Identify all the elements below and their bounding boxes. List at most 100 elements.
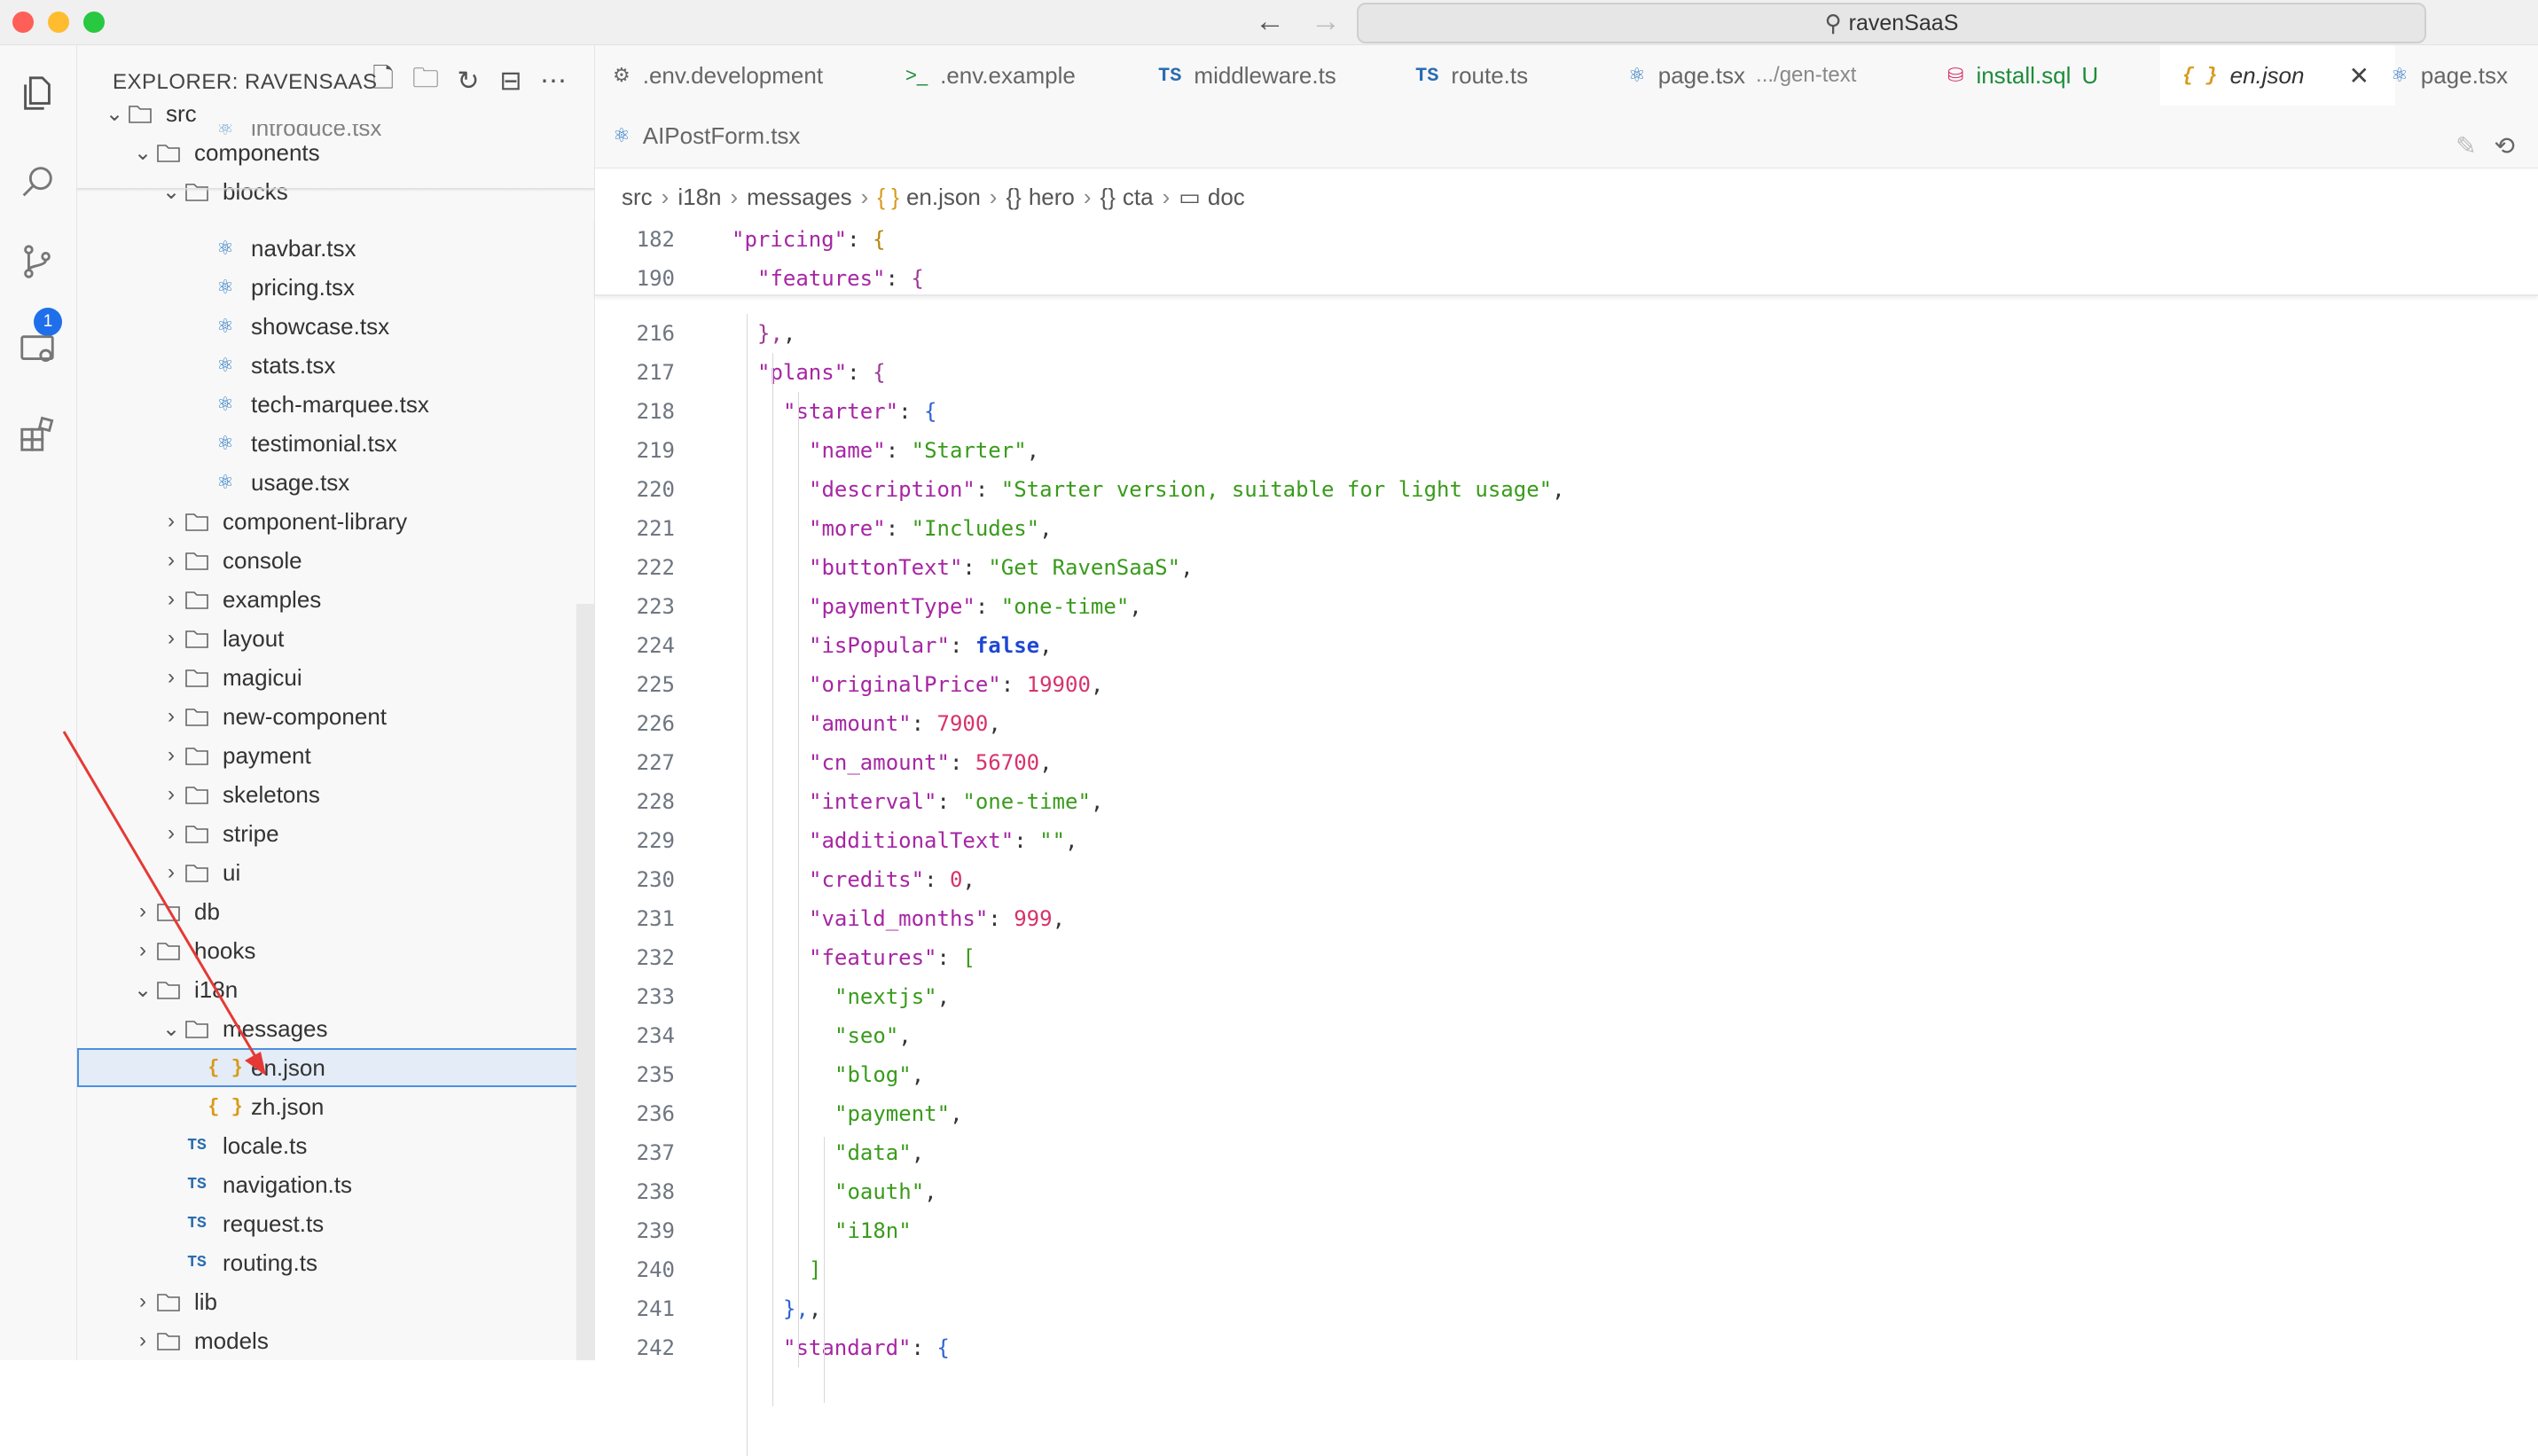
line-number: 218 bbox=[636, 399, 675, 424]
token: pricing bbox=[744, 227, 834, 252]
refresh-icon[interactable]: ↻ bbox=[457, 66, 480, 96]
back-arrow-icon[interactable]: ← bbox=[1255, 4, 1285, 38]
extensions-icon[interactable] bbox=[16, 413, 59, 456]
sidebar-scrollbar[interactable] bbox=[576, 604, 594, 1360]
sticky-scroll[interactable]: 182"pricing": {190"features": { bbox=[595, 218, 2538, 296]
tab-en-json[interactable]: { }en.json✕ bbox=[2160, 45, 2395, 106]
chevron-right-icon: › bbox=[168, 704, 175, 728]
tree-item-label: src bbox=[166, 99, 197, 127]
tree-item-ui[interactable]: ›ui bbox=[77, 853, 594, 892]
token: " bbox=[809, 516, 822, 541]
explorer-icon[interactable] bbox=[16, 72, 59, 114]
tree-item-blocks[interactable]: ⌄blocks bbox=[77, 172, 594, 211]
tree-item-hooks[interactable]: ›hooks bbox=[77, 931, 594, 970]
tree-item-db[interactable]: ›db bbox=[77, 892, 594, 931]
tree-item-introduce-tsx[interactable]: ⚛introduce.tsx bbox=[77, 124, 594, 142]
new-file-icon[interactable]: 🗋 bbox=[372, 63, 395, 93]
tree-item-console[interactable]: ›console bbox=[77, 541, 594, 580]
edit-icon[interactable]: ✎ bbox=[2456, 132, 2477, 160]
tree-item-label: usage.tsx bbox=[251, 468, 350, 496]
forward-arrow-icon[interactable]: → bbox=[1311, 4, 1341, 38]
tree-item-components[interactable]: ⌄components bbox=[77, 133, 594, 172]
breadcrumb-item[interactable]: cta bbox=[1122, 183, 1154, 210]
tree-item-stripe[interactable]: › stripe bbox=[77, 814, 594, 853]
breadcrumb-item[interactable]: messages bbox=[747, 183, 852, 210]
more-actions-icon[interactable]: ⋯ bbox=[540, 66, 567, 96]
tab-env-development[interactable]: ⚙.env.development bbox=[613, 45, 823, 106]
breadcrumb: src›i18n›messages›{ }en.json›{}hero›{}ct… bbox=[595, 174, 1245, 220]
code-text: "payment", bbox=[834, 1101, 963, 1126]
remote-explorer-icon[interactable] bbox=[16, 329, 59, 372]
search-icon[interactable] bbox=[16, 160, 59, 203]
tree-item-navbar-tsx[interactable]: ⚛navbar.tsx bbox=[77, 229, 594, 268]
tree-item-showcase-tsx[interactable]: ⚛showcase.tsx bbox=[77, 307, 594, 346]
tree-item-examples[interactable]: ›examples bbox=[77, 580, 594, 619]
tree-item-pricing-tsx[interactable]: ⚛pricing.tsx bbox=[77, 268, 594, 307]
new-folder-icon[interactable]: 🗀 bbox=[412, 63, 439, 93]
tree-item-layout[interactable]: ›layout bbox=[77, 619, 594, 658]
folder-icon bbox=[155, 1327, 182, 1354]
minimize-window-button[interactable] bbox=[48, 12, 69, 33]
tab-page[interactable]: ⚛page.tsx bbox=[2391, 45, 2508, 106]
tree-item-i18n[interactable]: ⌄i18n bbox=[77, 970, 594, 1009]
tree-item-label: locale.ts bbox=[223, 1131, 308, 1159]
chevron-down-icon: ⌄ bbox=[105, 101, 124, 126]
tab-env-example[interactable]: >_.env.example bbox=[905, 45, 1076, 106]
token: : bbox=[911, 1335, 937, 1360]
tree-item-new-component[interactable]: ›new-component bbox=[77, 697, 594, 736]
line-number: 228 bbox=[636, 789, 675, 814]
tree-item-models[interactable]: ›models bbox=[77, 1321, 594, 1360]
token: , bbox=[808, 1296, 822, 1321]
tree-item-label: skeletons bbox=[223, 780, 320, 808]
line-number: 216 bbox=[636, 321, 675, 346]
token: features bbox=[821, 945, 925, 970]
folder-lib-icon bbox=[155, 1288, 182, 1315]
token: " bbox=[911, 1179, 925, 1204]
tree-item-tech-marquee-tsx[interactable]: ⚛tech-marquee.tsx bbox=[77, 385, 594, 424]
tab-page-gen-text[interactable]: ⚛page.tsx.../gen-text bbox=[1628, 45, 1856, 106]
tree-item-testimonial-tsx[interactable]: ⚛testimonial.tsx bbox=[77, 424, 594, 463]
breadcrumb-item[interactable]: hero bbox=[1028, 183, 1075, 210]
collapse-all-icon[interactable]: ⊟ bbox=[499, 66, 522, 96]
tree-item-lib[interactable]: ›lib bbox=[77, 1282, 594, 1321]
react-icon: ⚛ bbox=[613, 124, 631, 146]
breadcrumb-item[interactable]: en.json bbox=[905, 183, 981, 210]
token: : bbox=[988, 906, 1014, 931]
chevron-right-icon: › bbox=[168, 821, 175, 845]
tree-item-usage-tsx[interactable]: ⚛usage.tsx bbox=[77, 463, 594, 502]
terminal-icon: >_ bbox=[905, 64, 928, 86]
maximize-window-button[interactable] bbox=[83, 12, 105, 33]
tree-item-messages[interactable]: ⌄messages bbox=[77, 1009, 594, 1048]
open-changes-icon[interactable]: ⟲ bbox=[2494, 132, 2515, 160]
close-window-button[interactable] bbox=[12, 12, 34, 33]
code-editor[interactable]: 182"pricing": {190"features": { 216},,21… bbox=[595, 218, 2538, 1456]
token: " bbox=[834, 1218, 848, 1243]
tree-item-stats-tsx[interactable]: ⚛stats.tsx bbox=[77, 346, 594, 385]
tab-aipostform[interactable]: ⚛AIPostForm.tsx bbox=[613, 106, 800, 166]
source-control-icon[interactable] bbox=[16, 240, 59, 283]
breadcrumb-item[interactable]: i18n bbox=[678, 183, 722, 210]
tree-item-en-json[interactable]: { }en.json bbox=[77, 1048, 594, 1087]
folder-src-icon bbox=[127, 100, 153, 127]
tree-item-skeletons[interactable]: ›skeletons bbox=[77, 775, 594, 814]
tree-item-payment[interactable]: ›payment bbox=[77, 736, 594, 775]
tree-item-src[interactable]: ⌄ src bbox=[77, 94, 594, 133]
activity-bar: 1 bbox=[0, 45, 77, 1360]
breadcrumb-item[interactable]: src bbox=[622, 183, 653, 210]
tree-item-label: stripe bbox=[223, 819, 279, 847]
close-tab-icon[interactable]: ✕ bbox=[2348, 61, 2370, 90]
tree-item-zh-json[interactable]: { }zh.json bbox=[77, 1087, 594, 1126]
breadcrumb-item[interactable]: doc bbox=[1207, 183, 1245, 210]
command-center-search[interactable]: ⚲ ravenSaaS bbox=[1357, 3, 2426, 43]
tree-item-component-library[interactable]: ›component-library bbox=[77, 502, 594, 541]
token: " bbox=[885, 1023, 899, 1048]
tab-label: route.ts bbox=[1451, 61, 1529, 89]
tree-item-magicui[interactable]: ›magicui bbox=[77, 658, 594, 697]
